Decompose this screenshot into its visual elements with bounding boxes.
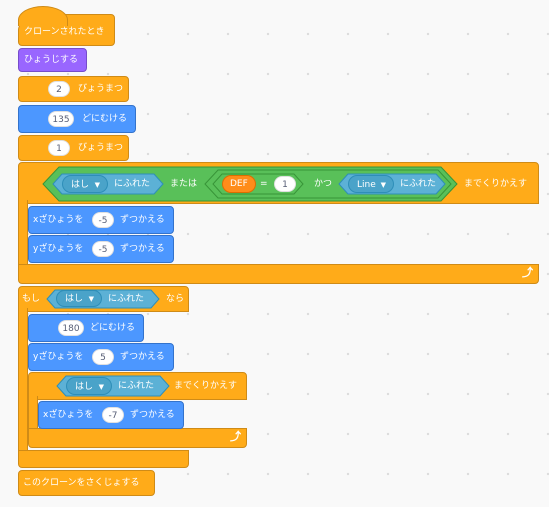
and-label: かつ [314, 179, 333, 189]
touching-label-3: にふれた [118, 381, 155, 391]
inner-repeat-suffix: までくりかえす [174, 381, 238, 391]
wait-seconds-input-2[interactable]: 1 [48, 140, 70, 156]
repeat-until-suffix: までくりかえす [464, 179, 528, 189]
chevron-down-icon: ▼ [98, 383, 104, 391]
change-y-prefix-2: yざひょうを [33, 352, 84, 362]
wait-block-2[interactable] [18, 135, 129, 161]
repeat-until-foot [18, 264, 539, 284]
touching-menu-1[interactable]: はし ▼ [62, 175, 108, 193]
touching-label-2: にふれた [108, 294, 145, 304]
point-label-2: どにむける [90, 323, 136, 333]
change-x-suffix-2: ずつかえる [130, 410, 175, 420]
point-label-1: どにむける [82, 114, 128, 124]
point-direction-block-1[interactable] [18, 105, 136, 133]
variable-def-label: DEF [230, 179, 248, 189]
direction-input-2[interactable]: 180 [58, 320, 84, 336]
chevron-down-icon: ▼ [94, 181, 100, 189]
chevron-down-icon: ▼ [88, 295, 94, 303]
touching-menu-3[interactable]: はし ▼ [66, 377, 112, 395]
show-label: ひょうじする [24, 55, 79, 65]
hat-label: クローンされたとき [24, 27, 105, 37]
touching-menu-line-label: Line [357, 180, 376, 190]
chevron-down-icon: ▼ [380, 181, 386, 189]
repeat-until-arm [18, 200, 28, 268]
change-x-prefix-1: xざひょうを [33, 215, 84, 225]
or-label: または [170, 179, 198, 189]
change-y-input-2[interactable]: 5 [92, 349, 114, 365]
touching-label-1: にふれた [114, 179, 151, 189]
wait-block-1[interactable] [18, 76, 129, 102]
touching-menu-2[interactable]: はし ▼ [56, 290, 102, 307]
change-y-suffix-1: ずつかえる [120, 244, 165, 254]
touching-menu-label-3: はし [75, 382, 94, 392]
change-x-input-2[interactable]: -7 [102, 407, 124, 423]
wait-label-1: びょうまつ [78, 84, 124, 94]
delete-clone-label: このクローンをさくじょする [23, 478, 140, 488]
wait-label-2: びょうまつ [78, 143, 124, 153]
equals-sign: = [260, 179, 268, 189]
repeat-loop-arrow-icon: ⤴ [522, 266, 533, 279]
delete-clone-block[interactable] [18, 470, 155, 496]
wait-seconds-input-1[interactable]: 2 [48, 81, 70, 97]
change-y-suffix-2: ずつかえる [120, 352, 165, 362]
change-x-input-1[interactable]: -5 [92, 212, 114, 228]
if-block-arm [18, 308, 28, 456]
point-direction-block-2[interactable] [28, 314, 144, 342]
if-suffix: なら [166, 294, 185, 304]
change-y-prefix-1: yざひょうを [33, 244, 84, 254]
touching-menu-line[interactable]: Line ▼ [348, 175, 394, 193]
inner-repeat-arm [28, 396, 38, 432]
inner-repeat-foot [28, 428, 247, 448]
direction-input-1[interactable]: 135 [48, 111, 74, 127]
inner-repeat-loop-arrow-icon: ⤴ [230, 430, 241, 443]
if-block-foot [18, 450, 189, 468]
equals-value-input[interactable]: 1 [274, 176, 296, 192]
change-y-input-1[interactable]: -5 [92, 241, 114, 257]
variable-def[interactable] [222, 175, 256, 193]
touching-menu-label-2: はし [65, 294, 84, 304]
show-block[interactable] [18, 48, 87, 72]
if-prefix: もし [22, 294, 41, 304]
touching-menu-label-1: はし [71, 180, 90, 190]
change-x-prefix-2: xざひょうを [43, 410, 94, 420]
change-x-suffix-1: ずつかえる [120, 215, 165, 225]
touching-label-line: にふれた [400, 179, 437, 189]
